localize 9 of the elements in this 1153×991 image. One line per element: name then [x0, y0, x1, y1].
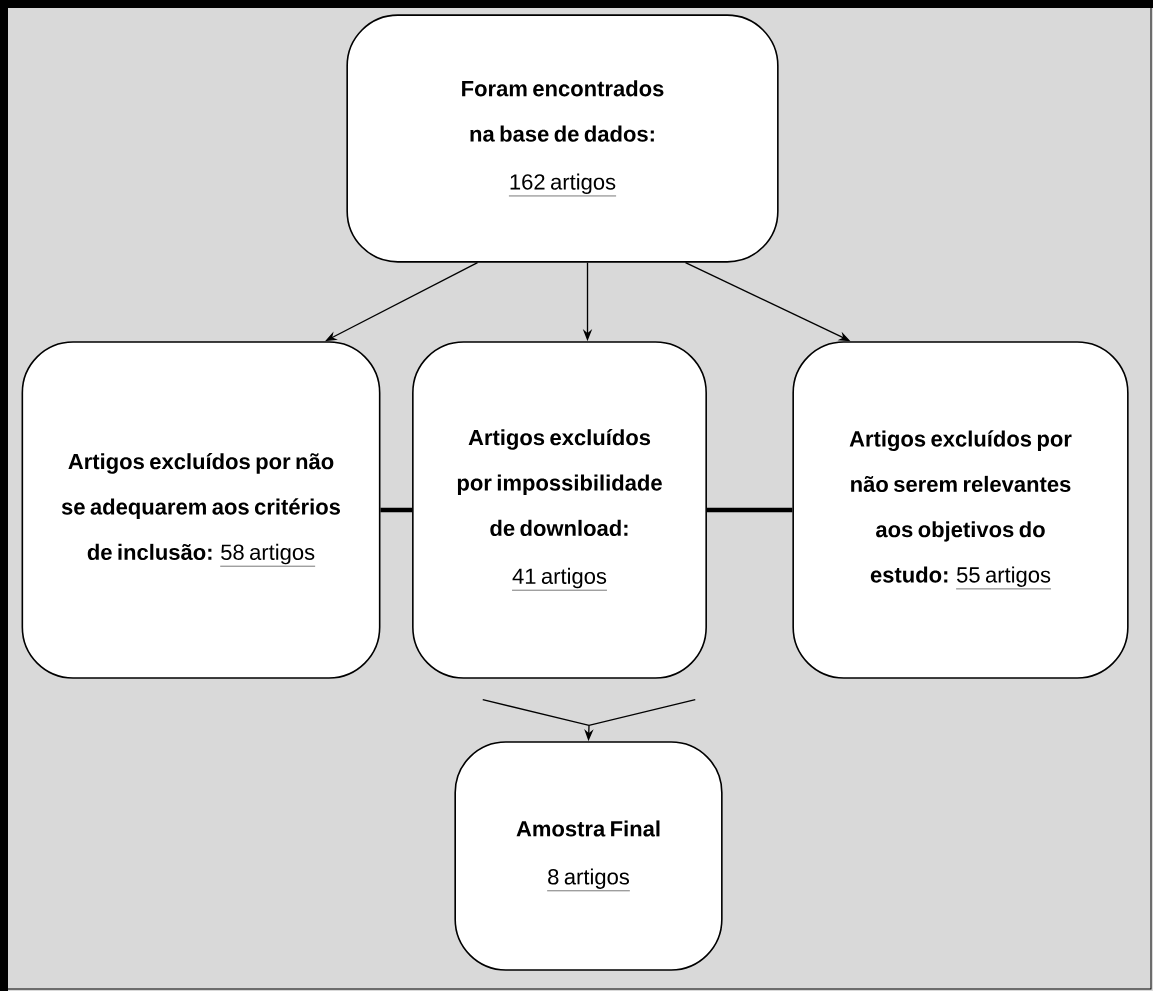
- process-box: Amostra Final 8 artigos: [454, 741, 723, 971]
- process-box: Foram encontrados na base de dados: 162 artigos: [346, 14, 779, 263]
- process-box: Artigos excluídos por não se adequarem aos critérios de inclusão: 58 artigos: [21, 341, 381, 679]
- connector-line: [380, 507, 413, 513]
- process-box: Artigos excluídos por impossibilidade de download: 41 artigos: [412, 341, 707, 679]
- process-box: Artigos excluídos por não serem relevantes aos objetivos do estudo: 55 artigos: [792, 341, 1129, 679]
- arrow: [325, 261, 479, 342]
- merge-bracket: [482, 698, 696, 727]
- connector-line: [706, 507, 793, 513]
